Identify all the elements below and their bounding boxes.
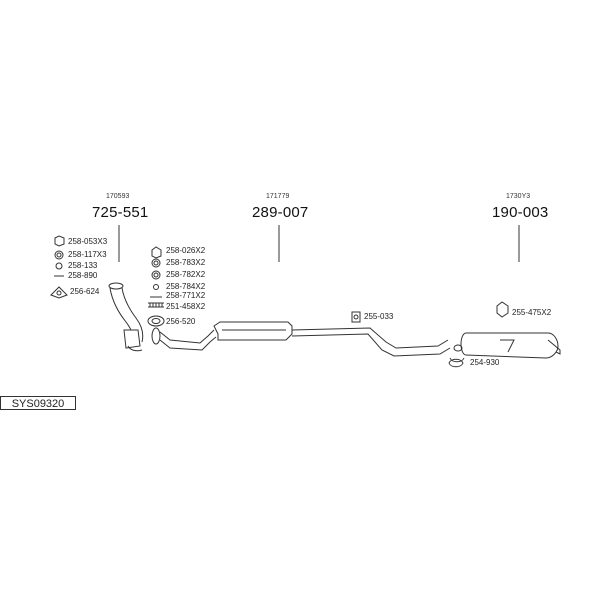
washer-icon (153, 284, 159, 290)
part-label[interactable]: 258-026X2 (166, 246, 206, 255)
gasket-icon (147, 315, 165, 327)
part-label[interactable]: 255-475X2 (512, 308, 552, 317)
part-label[interactable]: 258-890 (68, 271, 98, 280)
part-label[interactable]: 258-053X3 (68, 237, 108, 246)
part-label[interactable]: 251-458X2 (166, 302, 206, 311)
part-label[interactable]: 256-520 (166, 317, 196, 326)
part-label[interactable]: 258-784X2 (166, 282, 206, 291)
part-label[interactable]: 255-033 (364, 312, 394, 321)
part-label[interactable]: 258-782X2 (166, 270, 206, 279)
rear-silencer-drawing (449, 332, 561, 363)
hardware-icons-left (50, 235, 68, 299)
part-number-middle[interactable]: 289-007 (252, 204, 309, 221)
washer-icon (54, 250, 64, 260)
section-ref-front: 170593 (106, 193, 130, 200)
part-number-rear[interactable]: 190-003 (492, 204, 549, 221)
section-ref-rear: 1730Y3 (506, 193, 531, 200)
hardware-icons-right (351, 301, 509, 368)
spring-icon (148, 302, 164, 308)
part-label[interactable]: 256-624 (70, 287, 100, 296)
part-label[interactable]: 258-117X3 (68, 250, 107, 259)
middle-section-drawing (151, 321, 451, 357)
part-label[interactable]: 258-783X2 (166, 258, 206, 267)
gasket-icon (50, 286, 68, 299)
hanger-icon (351, 311, 361, 323)
nut-icon (54, 235, 65, 247)
part-label[interactable]: 258-133 (68, 261, 98, 270)
nut-icon (151, 246, 162, 259)
clamp-icon (448, 358, 464, 368)
hardware-icons-middle (147, 246, 165, 327)
part-label[interactable]: 254-930 (470, 358, 500, 367)
front-pipe-drawing (108, 282, 144, 352)
section-ref-middle: 171779 (266, 193, 290, 200)
nut-icon (151, 258, 161, 268)
washer-icon (55, 262, 63, 270)
nut-icon (496, 301, 509, 318)
part-label[interactable]: 258-771X2 (166, 291, 206, 300)
system-code-label: SYS09320 (0, 396, 76, 410)
part-number-front[interactable]: 725-551 (92, 204, 149, 221)
nut-icon (151, 270, 161, 280)
